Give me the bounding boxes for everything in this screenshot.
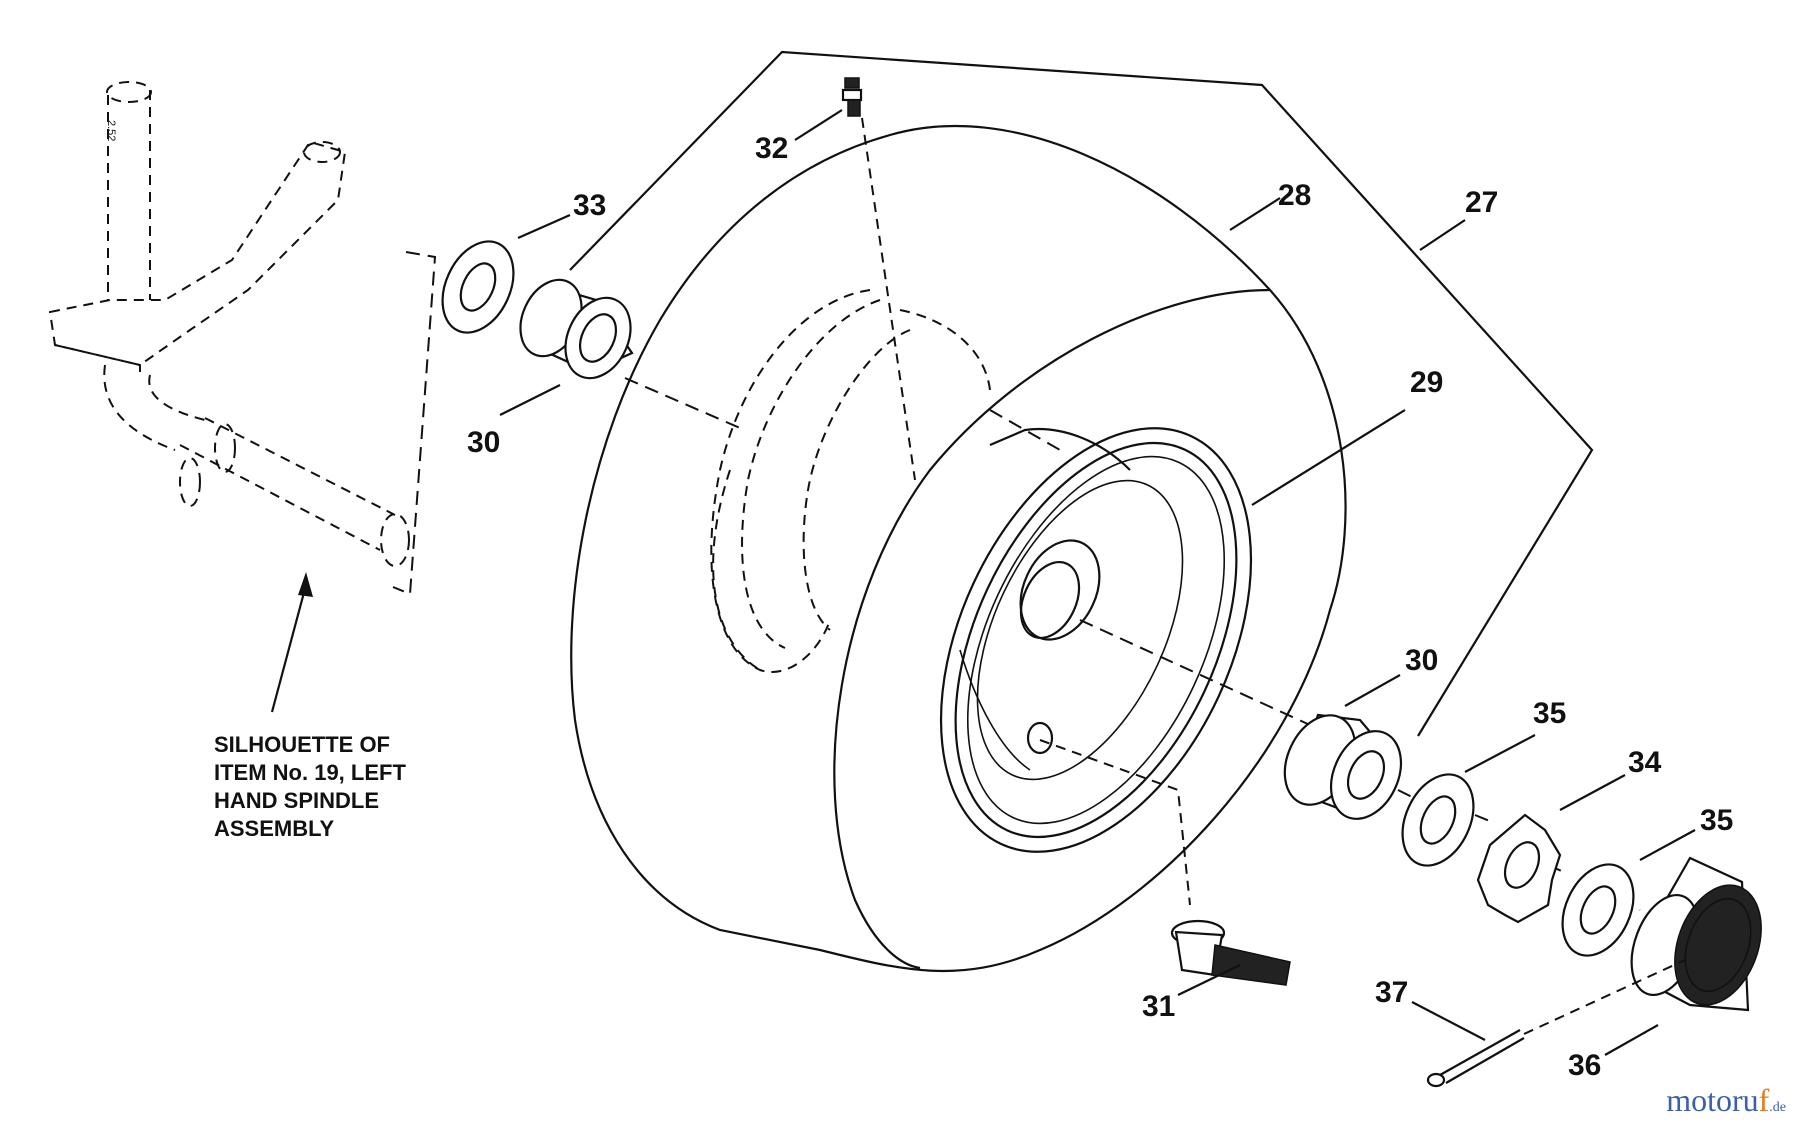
caption-line-3: HAND SPINDLE [214, 788, 379, 813]
washer-33 [441, 240, 515, 334]
axis-right-2 [1474, 814, 1493, 823]
bushing-30-left [519, 278, 634, 380]
label-part-32: 32 [755, 132, 788, 165]
cotter-pin-37 [1426, 959, 1686, 1088]
label-part-28: 28 [1278, 179, 1311, 212]
leader-lines [499, 109, 1696, 1056]
label-part-34: 34 [1628, 746, 1662, 779]
axle-centerline-right [1079, 619, 1311, 726]
wheel-assembly-bracket [569, 50, 1594, 737]
hub-cap-36 [1630, 856, 1762, 1012]
washer-35-lower [1561, 863, 1635, 957]
svg-text:2.52: 2.52 [105, 120, 117, 141]
axle-centerline-mid [989, 409, 1061, 451]
spindle-silhouette: 2.52 [48, 81, 410, 567]
grease-fitting-32 [841, 77, 916, 481]
silhouette-pointer-arrow [270, 572, 313, 713]
watermark-logo: motoruf.de [1666, 1082, 1786, 1118]
label-part-31: 31 [1142, 990, 1175, 1023]
label-part-27: 27 [1465, 186, 1498, 219]
caption-line-2: ITEM No. 19, LEFT [214, 760, 406, 785]
silhouette-caption: SILHOUETTE OF ITEM No. 19, LEFT HAND SPI… [214, 732, 406, 841]
castle-nut-34 [1476, 813, 1562, 924]
bushing-30-right [1283, 713, 1403, 820]
label-part-36: 36 [1568, 1049, 1601, 1082]
valve-stem-31 [1039, 739, 1291, 986]
label-part-33: 33 [573, 189, 606, 222]
part-labels: 28 27 29 32 33 30 30 35 34 35 36 31 37 [467, 132, 1733, 1082]
label-part-35-upper: 35 [1533, 697, 1566, 730]
label-part-35-lower: 35 [1700, 804, 1733, 837]
label-part-29: 29 [1410, 366, 1443, 399]
axis-right-1 [1397, 789, 1419, 801]
washer-35-upper [1401, 773, 1475, 867]
caption-line-1: SILHOUETTE OF [214, 732, 390, 757]
label-part-30-left: 30 [467, 426, 500, 459]
rim [939, 427, 1253, 853]
label-part-37: 37 [1375, 976, 1408, 1009]
caption-line-4: ASSEMBLY [214, 816, 335, 841]
spindle-bracket-line [392, 251, 437, 596]
label-part-30-right: 30 [1405, 644, 1438, 677]
